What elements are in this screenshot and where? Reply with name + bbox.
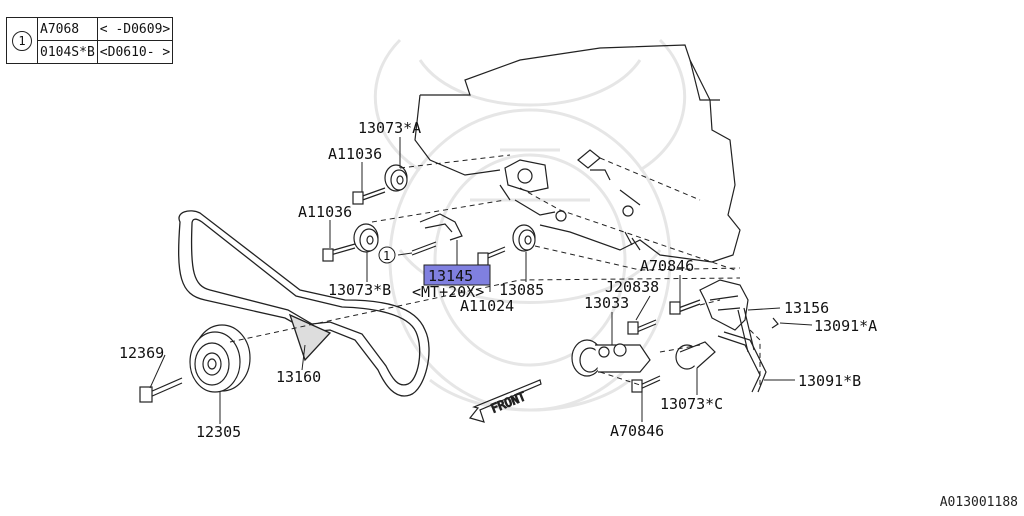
- label-A70846-bot[interactable]: A70846: [610, 422, 664, 440]
- label-A70846-top[interactable]: A70846: [640, 257, 694, 275]
- idler-pulley-13073A[interactable]: [384, 164, 408, 192]
- label-13091B[interactable]: 13091*B: [798, 372, 861, 390]
- reference-part[interactable]: A7068: [37, 17, 98, 41]
- idler-pulley-13073C[interactable]: [675, 341, 716, 370]
- bracket-13156[interactable]: [699, 279, 749, 331]
- bracket-13145[interactable]: [419, 213, 463, 241]
- idler-pulley-13073B[interactable]: [353, 223, 379, 253]
- highlight-13145: [423, 264, 491, 286]
- label-13085[interactable]: 13085: [499, 281, 544, 299]
- reference-marker-cell: 1: [6, 17, 38, 64]
- dashed-leader-lines: [229, 154, 761, 386]
- reference-range: <D0610- >: [96, 40, 174, 64]
- timing-belt-13160[interactable]: [178, 210, 430, 397]
- label-A11036-mid[interactable]: A11036: [298, 203, 352, 221]
- label-13073C[interactable]: 13073*C: [660, 395, 723, 413]
- label-13145[interactable]: 13145: [428, 267, 473, 285]
- reference-marker: 1: [12, 30, 32, 51]
- label-A11024[interactable]: A11024: [460, 297, 514, 315]
- reference-part[interactable]: 0104S*B: [37, 40, 98, 64]
- idler-pulley-13085[interactable]: [512, 224, 536, 252]
- label-A11036-top[interactable]: A11036: [328, 145, 382, 163]
- reference-row: 0104S*B <D0610- >: [7, 40, 174, 64]
- label-J20838[interactable]: J20838: [605, 278, 659, 296]
- reference-row: 1 A7068 < -D0609>: [6, 17, 174, 64]
- engine-block-outline: [414, 44, 741, 263]
- label-13073A[interactable]: 13073*A: [358, 119, 421, 137]
- upper-bracket: [499, 149, 611, 222]
- reference-table: 1 A7068 < -D0609> 0104S*B <D0610- >: [6, 17, 174, 64]
- tensioner-13033[interactable]: [571, 339, 651, 377]
- label-13145-note: <MT+20X>: [412, 283, 484, 301]
- rods-13091[interactable]: [717, 307, 779, 393]
- label-13073B[interactable]: 13073*B: [328, 281, 391, 299]
- crank-sprocket-12305[interactable]: [189, 324, 251, 393]
- reference-marker-circle: [378, 246, 396, 264]
- callout-labels: 13073*A A11036 A11036 13073*B 13145 <MT+…: [119, 119, 877, 441]
- label-13033[interactable]: 13033: [584, 294, 629, 312]
- reference-range: < -D0609>: [96, 17, 174, 41]
- bolts: [139, 187, 701, 403]
- callout-leaders: [149, 137, 813, 424]
- label-13156[interactable]: 13156: [784, 299, 829, 317]
- label-12369[interactable]: 12369: [119, 344, 164, 362]
- label-13091A[interactable]: 13091*A: [814, 317, 877, 335]
- label-12305[interactable]: 12305: [196, 423, 241, 441]
- reference-marker-number: 1: [383, 249, 390, 263]
- label-13160[interactable]: 13160: [276, 368, 321, 386]
- diagram-code: A013001188: [939, 495, 1018, 510]
